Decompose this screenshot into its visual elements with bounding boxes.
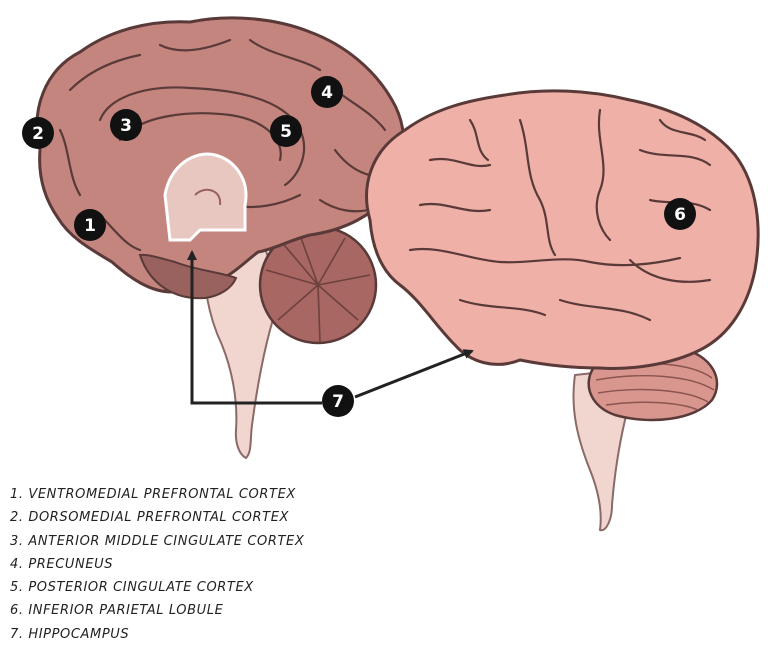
legend-item-5: 5. POSTERIOR CINGULATE CORTEX	[10, 576, 304, 599]
corpus-callosum	[165, 154, 246, 240]
brain-regions-legend: 1. VENTROMEDIAL PREFRONTAL CORTEX 2. DOR…	[10, 483, 304, 646]
legend-item-1: 1. VENTROMEDIAL PREFRONTAL CORTEX	[10, 483, 304, 506]
marker-6: 6	[664, 198, 696, 230]
marker-3: 3	[110, 109, 142, 141]
marker-4: 4	[311, 76, 343, 108]
marker-7-label: 7	[332, 392, 344, 412]
lateral-cerebrum	[367, 91, 759, 369]
marker-1-label: 1	[84, 216, 96, 236]
marker-7: 7	[322, 385, 354, 417]
marker-3-label: 3	[120, 116, 132, 136]
marker-6-label: 6	[674, 205, 686, 225]
legend-item-7: 7. HIPPOCAMPUS	[10, 623, 304, 646]
marker-4-label: 4	[321, 83, 333, 103]
legend-item-2: 2. DORSOMEDIAL PREFRONTAL CORTEX	[10, 506, 304, 529]
marker-5-label: 5	[280, 122, 292, 142]
legend-item-4: 4. PRECUNEUS	[10, 553, 304, 576]
arrow-to-lateral-hippocampus	[355, 351, 472, 397]
marker-1: 1	[74, 209, 106, 241]
legend-item-6: 6. INFERIOR PARIETAL LOBULE	[10, 599, 304, 622]
legend-item-3: 3. ANTERIOR MIDDLE CINGULATE CORTEX	[10, 530, 304, 553]
marker-2: 2	[22, 117, 54, 149]
marker-2-label: 2	[32, 124, 44, 144]
marker-5: 5	[270, 115, 302, 147]
lateral-brain-view	[367, 91, 759, 530]
